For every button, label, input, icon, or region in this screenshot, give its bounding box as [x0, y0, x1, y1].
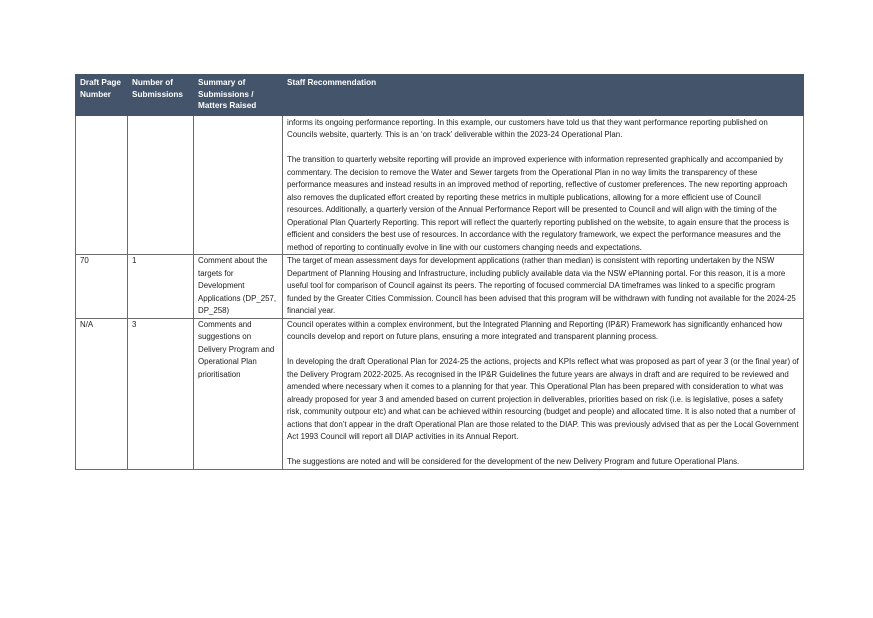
- header-summary: Summary of Submissions / Matters Raised: [193, 74, 283, 116]
- header-staff-recommendation: Staff Recommendation: [282, 74, 804, 116]
- recommendation-paragraph: Council operates within a complex enviro…: [287, 319, 783, 342]
- header-draft-page-number: Draft Page Number: [75, 74, 128, 116]
- cell-summary: Comment about the targets for Developmen…: [193, 254, 283, 319]
- cell-page: 70: [75, 254, 128, 319]
- table-row: informs its ongoing performance reportin…: [75, 114, 804, 255]
- cell-submissions: 3: [127, 317, 194, 470]
- table-row: N/A 3 Comments and suggestions on Delive…: [75, 317, 804, 470]
- cell-submissions: 1: [127, 254, 194, 319]
- cell-summary: [193, 114, 283, 255]
- recommendation-paragraph: The suggestions are noted and will be co…: [287, 457, 740, 466]
- cell-recommendation: Council operates within a complex enviro…: [282, 317, 804, 470]
- cell-page: [75, 114, 128, 255]
- cell-summary: Comments and suggestions on Delivery Pro…: [193, 317, 283, 470]
- cell-recommendation: The target of mean assessment days for d…: [282, 254, 804, 319]
- cell-submissions: [127, 114, 194, 255]
- cell-page: N/A: [75, 317, 128, 470]
- table-row: 70 1 Comment about the targets for Devel…: [75, 254, 804, 319]
- submissions-table: Draft Page Number Number of Submissions …: [75, 74, 804, 470]
- recommendation-paragraph: The target of mean assessment days for d…: [287, 256, 796, 315]
- header-number-of-submissions: Number of Submissions: [127, 74, 194, 116]
- recommendation-paragraph: The transition to quarterly website repo…: [287, 155, 790, 252]
- recommendation-paragraph: informs its ongoing performance reportin…: [287, 117, 768, 140]
- cell-recommendation: informs its ongoing performance reportin…: [282, 114, 804, 255]
- recommendation-paragraph: In developing the draft Operational Plan…: [287, 357, 799, 441]
- table-header-row: Draft Page Number Number of Submissions …: [75, 74, 804, 116]
